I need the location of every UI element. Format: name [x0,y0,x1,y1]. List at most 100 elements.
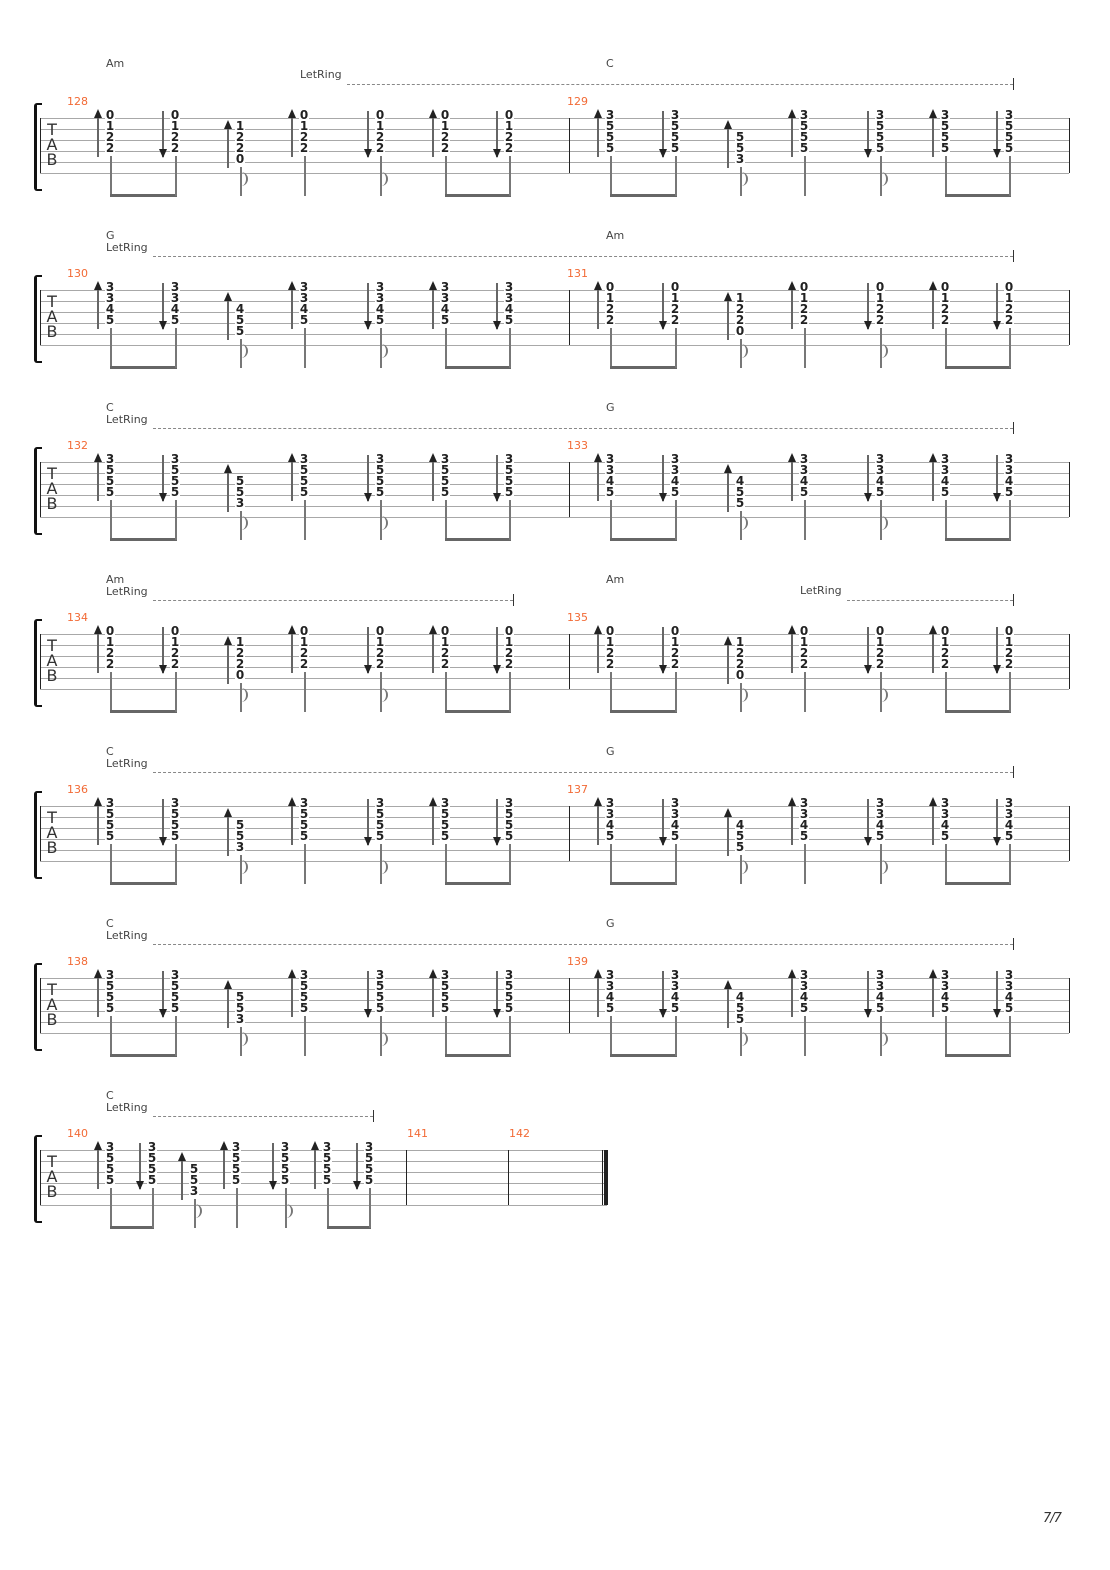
fret-number: 0 [375,108,385,122]
arrow-head-up-icon [594,797,602,806]
fret-number: 3 [605,979,615,993]
fret-number: 4 [105,302,115,316]
staff-line [40,495,1069,496]
fret-number: 2 [940,313,950,327]
fret-number: 5 [670,130,680,144]
note-beam [110,710,177,713]
note-stem [110,500,112,540]
arrow-head-down-icon [993,149,1001,158]
fret-number: 5 [235,313,245,327]
chord-name: C [106,917,114,930]
arrow-head-up-icon [724,292,732,301]
arrow-head-down-icon [364,837,372,846]
fret-number: 0 [504,108,514,122]
fret-number: 5 [940,485,950,499]
let-ring-line [153,256,1013,257]
arrow-head-down-icon [269,1181,277,1190]
note-stem [110,156,112,196]
arrow-head-down-icon [993,837,1001,846]
eighth-note-flag [380,172,388,186]
upstroke-arrow [432,111,434,157]
fret-number: 2 [605,657,615,671]
fret-number: 3 [504,280,514,294]
fret-number: 0 [1004,624,1014,638]
fret-number: 2 [440,130,450,144]
end-barline [1069,806,1070,861]
fret-number: 5 [105,807,115,821]
downstroke-arrow [867,455,869,501]
fret-number: 3 [799,452,809,466]
fret-number: 5 [105,463,115,477]
fret-number: 5 [875,119,885,133]
fret-number: 1 [299,119,309,133]
upstroke-arrow [227,810,229,856]
measure-number: 140 [67,1127,88,1140]
fret-number: 5 [105,1162,115,1176]
eighth-note-flag [240,1032,248,1046]
measure-number: 137 [567,783,588,796]
arrow-head-down-icon [659,665,667,674]
chord-name: Am [106,573,125,586]
fret-number: 4 [940,990,950,1004]
note-beam [445,1054,511,1057]
fret-number: 4 [1004,990,1014,1004]
staff-line [40,301,1069,302]
note-beam [610,1054,677,1057]
note-stem [675,500,677,540]
arrow-head-down-icon [364,493,372,502]
fret-number: 5 [940,130,950,144]
downstroke-arrow [496,971,498,1017]
fret-number: 3 [605,463,615,477]
downstroke-arrow [496,111,498,157]
note-beam [445,538,511,541]
staff-line [40,806,1069,807]
chord-name: Am [606,229,625,242]
fret-number: 2 [605,302,615,316]
tab-clef-letter: T [47,636,57,655]
note-beam [610,538,677,541]
fret-number: 3 [875,463,885,477]
final-barline-thin [602,1150,603,1205]
fret-number: 2 [170,141,180,155]
staff-line [40,334,1069,335]
let-ring-line [847,600,1013,601]
fret-number: 0 [440,624,450,638]
fret-number: 0 [170,624,180,638]
fret-number: 5 [504,829,514,843]
arrow-head-up-icon [724,464,732,473]
fret-number: 1 [605,635,615,649]
fret-number: 3 [440,968,450,982]
arrow-head-up-icon [288,625,296,634]
upstroke-arrow [597,971,599,1017]
downstroke-arrow [367,455,369,501]
fret-number: 5 [105,313,115,327]
chord-name: C [106,1089,114,1102]
downstroke-arrow [162,455,164,501]
fret-number: 5 [170,1001,180,1015]
fret-number: 4 [670,818,680,832]
fret-number: 3 [170,452,180,466]
note-beam [445,882,511,885]
upstroke-arrow [432,971,434,1017]
tab-clef-letter: T [47,292,57,311]
fret-number: 4 [735,474,745,488]
arrow-head-up-icon [929,281,937,290]
fret-number: 4 [735,818,745,832]
barline [40,978,41,1033]
fret-number: 3 [170,291,180,305]
fret-number: 4 [375,302,385,316]
fret-number: 5 [375,1001,385,1015]
note-stem [110,844,112,884]
chord-name: Am [606,573,625,586]
tab-clef-letter: B [46,150,58,169]
barline [569,118,570,173]
fret-number: 5 [670,485,680,499]
arrow-head-up-icon [429,625,437,634]
staff-line [40,839,1069,840]
tab-clef-letter: A [46,479,58,498]
tab-clef-letter: A [46,823,58,842]
staff-line [40,118,1069,119]
tab-clef-letter: A [46,307,58,326]
arrow-head-down-icon [864,321,872,330]
fret-number: 3 [670,796,680,810]
